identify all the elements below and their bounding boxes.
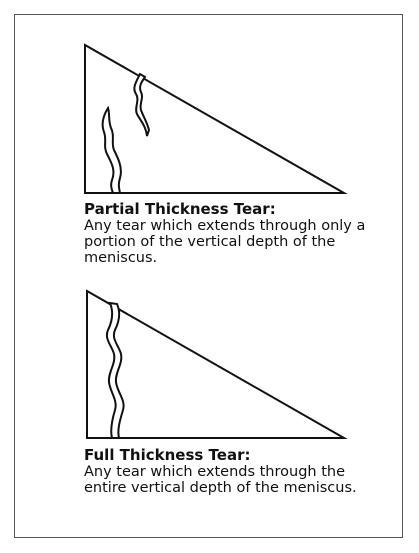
partial-tear-lower <box>103 108 121 193</box>
full-tear-caption: Full Thickness Tear: Any tear which exte… <box>84 447 384 496</box>
partial-meniscus-triangle <box>85 45 344 193</box>
partial-tear-diagram <box>85 45 344 193</box>
full-tear-description: Any tear which extends through the entir… <box>84 464 384 496</box>
partial-tear-upper <box>134 74 149 136</box>
partial-tear-description: Any tear which extends through only a po… <box>84 218 384 266</box>
full-tear-title: Full Thickness Tear: <box>84 447 384 464</box>
full-tear-crack <box>107 303 124 438</box>
full-meniscus-triangle <box>87 291 344 438</box>
full-tear-diagram <box>87 291 344 438</box>
partial-tear-title: Partial Thickness Tear: <box>84 201 384 218</box>
partial-tear-caption: Partial Thickness Tear: Any tear which e… <box>84 201 384 266</box>
